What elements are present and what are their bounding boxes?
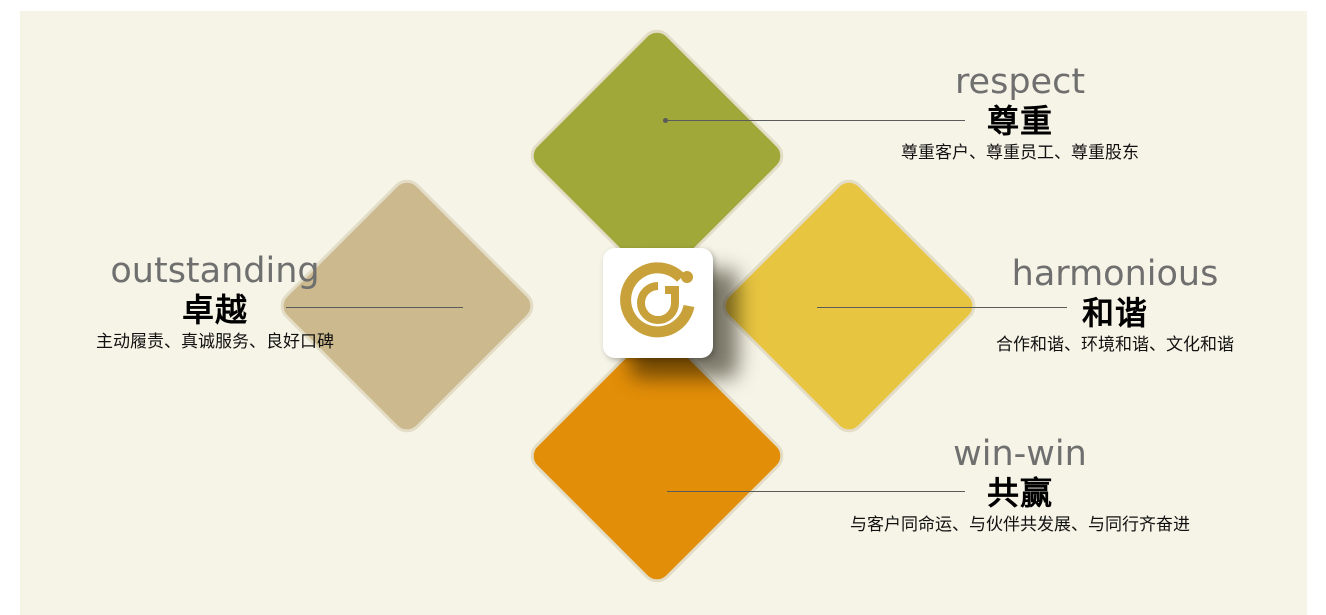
label-win-win: win-win 共赢 与客户同命运、与伙伴共发展、与同行齐奋进: [800, 434, 1240, 538]
connector-outstanding: [286, 307, 463, 308]
label-respect: respect 尊重 尊重客户、尊重员工、尊重股东: [860, 62, 1180, 166]
harmonious-chinese: 和谐: [1081, 294, 1148, 332]
harmonious-english: harmonious: [1011, 254, 1219, 294]
label-outstanding: outstanding 卓越 主动履责、真诚服务、良好口碑: [60, 251, 370, 355]
brand-logo-icon: [620, 262, 695, 338]
connector-win-win: [667, 491, 965, 492]
respect-chinese: 尊重: [986, 102, 1053, 140]
label-harmonious: harmonious 和谐 合作和谐、环境和谐、文化和谐: [955, 254, 1275, 358]
connector-harmonious: [817, 307, 1067, 308]
win-win-description: 与客户同命运、与伙伴共发展、与同行齐奋进: [850, 515, 1190, 535]
win-win-chinese: 共赢: [986, 474, 1053, 512]
respect-description: 尊重客户、尊重员工、尊重股东: [901, 143, 1139, 163]
respect-english: respect: [954, 62, 1086, 102]
outstanding-chinese: 卓越: [181, 291, 248, 329]
logo-box: [603, 248, 713, 358]
outstanding-english: outstanding: [110, 251, 320, 291]
connector-dot-respect: [663, 118, 668, 123]
harmonious-description: 合作和谐、环境和谐、文化和谐: [996, 335, 1234, 355]
outstanding-description: 主动履责、真诚服务、良好口碑: [96, 332, 334, 352]
win-win-english: win-win: [953, 434, 1087, 474]
connector-respect: [667, 120, 965, 121]
